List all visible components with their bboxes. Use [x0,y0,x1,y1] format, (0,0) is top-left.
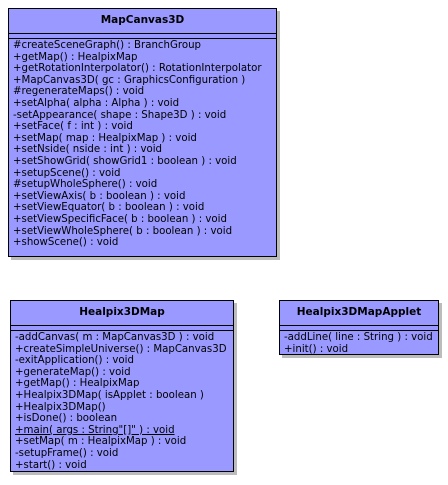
attributes-section-healpix3dmapapplet [280,326,438,331]
operation: +setMap( m : HealpixMap ) : void [15,436,187,448]
operation: +setViewSpecificFace( b : boolean ) : vo… [13,213,227,225]
class-box-healpix3dmap[interactable]: Healpix3DMap -addCanvas( m : MapCanvas3D… [10,300,234,472]
operation: +start() : void [15,459,87,471]
operation: +Healpix3DMap() [15,401,106,413]
attributes-section-mapcanvas3d [9,34,276,39]
operation: +MapCanvas3D( gc : GraphicsConfiguration… [13,74,246,86]
operation: +getRotationInterpolator() : RotationInt… [13,63,262,75]
operation: +getMap() : HealpixMap [13,51,138,63]
operations-section-mapcanvas3d: #createSceneGraph() : BranchGroup +getMa… [9,39,276,251]
attributes-section-healpix3dmap [11,326,233,331]
class-name-mapcanvas3d: MapCanvas3D [9,9,276,34]
operation: +setFace( f : int ) : void [13,121,133,133]
operation: +setViewEquator( b : boolean ) : void [13,202,205,214]
operation: -addCanvas( m : MapCanvas3D ) : void [15,332,215,343]
operation: +setViewWholeSphere( b : boolean ) : voi… [13,225,233,237]
operation: +getMap() : HealpixMap [15,378,140,390]
operation: +init() : void [284,343,349,355]
operation: +createSimpleUniverse() : MapCanvas3D [15,343,227,355]
operation: -setupFrame() : void [15,447,119,459]
operation: +setAlpha( alpha : Alpha ) : void [13,97,180,109]
class-box-healpix3dmapapplet[interactable]: Healpix3DMapApplet -addLine( line : Stri… [279,300,439,355]
operation-static-main: +main( args : String"[]" ) : void [15,424,175,436]
operation: +setShowGrid( showGrid1 : boolean ) : vo… [13,155,237,167]
class-box-mapcanvas3d[interactable]: MapCanvas3D #createSceneGraph() : Branch… [8,8,277,257]
operation: +setViewAxis( b : boolean ) : void [13,190,186,202]
operation: #regenerateMaps() : void [13,86,145,98]
operations-section-healpix3dmapapplet: -addLine( line : String ) : void +init()… [280,331,438,357]
operation: +Healpix3DMap( isApplet : boolean ) [15,389,204,401]
class-name-healpix3dmap: Healpix3DMap [11,301,233,326]
class-name-healpix3dmapapplet: Healpix3DMapApplet [280,301,438,326]
operation: +isDone() : boolean [15,413,118,425]
operations-section-healpix3dmap: -addCanvas( m : MapCanvas3D ) : void +cr… [11,331,233,473]
operation: #createSceneGraph() : BranchGroup [13,40,201,51]
operation: +generateMap() : void [15,366,131,378]
operation: -setAppearance( shape : Shape3D ) : void [13,109,227,121]
operation: +setMap( map : HealpixMap ) : void [13,132,197,144]
operation: +setNside( nside : int ) : void [13,144,163,156]
operation: -addLine( line : String ) : void [284,332,433,343]
operation: #setupWholeSphere() : void [13,179,158,191]
operation: +showScene() : void [13,237,119,249]
operation: +setupScene() : void [13,167,121,179]
operation: -exitApplication() : void [15,355,134,367]
